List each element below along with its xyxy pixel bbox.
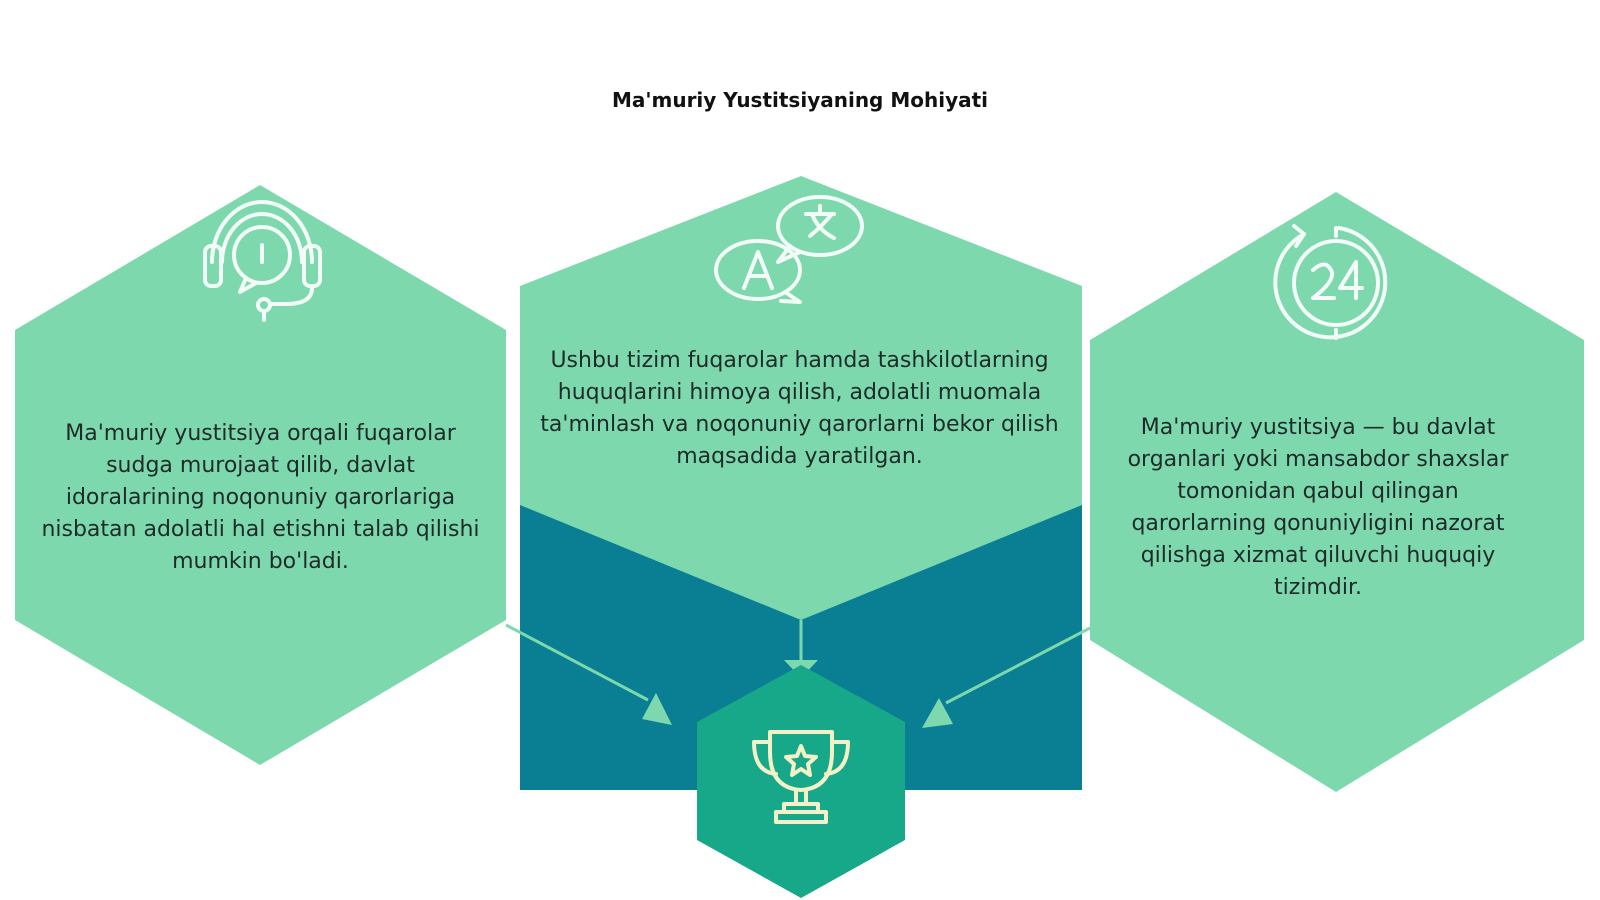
- translate-chat-icon: [714, 195, 864, 304]
- hexagon-result: [697, 665, 905, 898]
- card-text-right: Ma'muriy yustitsiya — bu davlat organlar…: [1127, 415, 1509, 600]
- arrow-right: [922, 626, 1091, 728]
- hexagon-center: [520, 176, 1082, 620]
- trophy-icon: [752, 730, 850, 824]
- card-text-center: Ushbu tizim fuqarolar hamda tashkilotlar…: [540, 348, 1059, 469]
- page-title: Ma'muriy Yustitsiyaning Mohiyati: [611, 88, 989, 112]
- card-text-left: Ma'muriy yustitsiya orqali fuqarolar sud…: [41, 421, 480, 574]
- hexagon-right: [1090, 192, 1584, 792]
- clock-24-icon: [1273, 224, 1388, 340]
- headset-info-icon: [203, 200, 322, 322]
- arrow-left: [505, 623, 672, 725]
- hexagon-left: [15, 185, 506, 765]
